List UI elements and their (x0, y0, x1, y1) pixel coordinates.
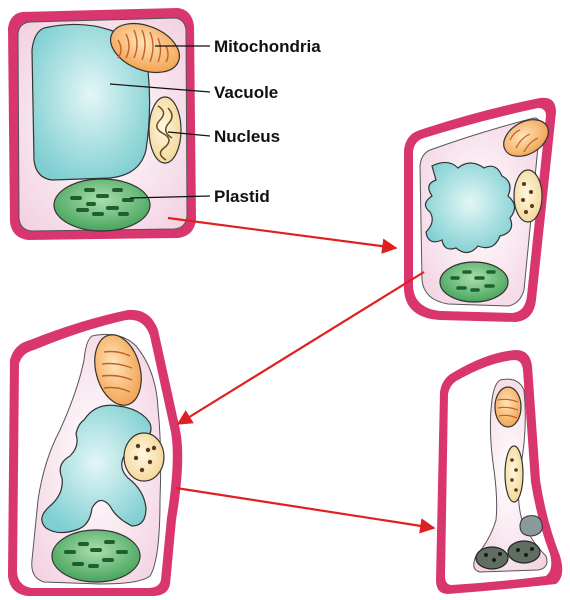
cell-normal (8, 8, 196, 240)
label-vacuole: Vacuole (214, 83, 278, 102)
label-plastid: Plastid (214, 187, 270, 206)
nucleus (514, 170, 542, 222)
arrow-cell2-to-cell3 (178, 272, 424, 424)
mitochondrion (495, 387, 521, 427)
label-mitochondria: Mitochondria (214, 37, 321, 56)
arrow-cell3-to-cell4 (176, 488, 434, 528)
nucleus (149, 97, 181, 163)
label-nucleus: Nucleus (214, 127, 280, 146)
nucleus (124, 433, 164, 481)
transition-arrows (168, 218, 434, 528)
cell-plasmolysis-mid (8, 310, 182, 596)
plastid (54, 179, 150, 231)
nucleus (505, 446, 523, 502)
plastid (52, 530, 140, 582)
cell-plasmolysis-full (436, 350, 562, 594)
vacuole (520, 516, 542, 536)
cell-plasmolysis-early (404, 98, 556, 322)
arrow-cell1-to-cell2 (168, 218, 396, 248)
plastid (440, 262, 508, 302)
